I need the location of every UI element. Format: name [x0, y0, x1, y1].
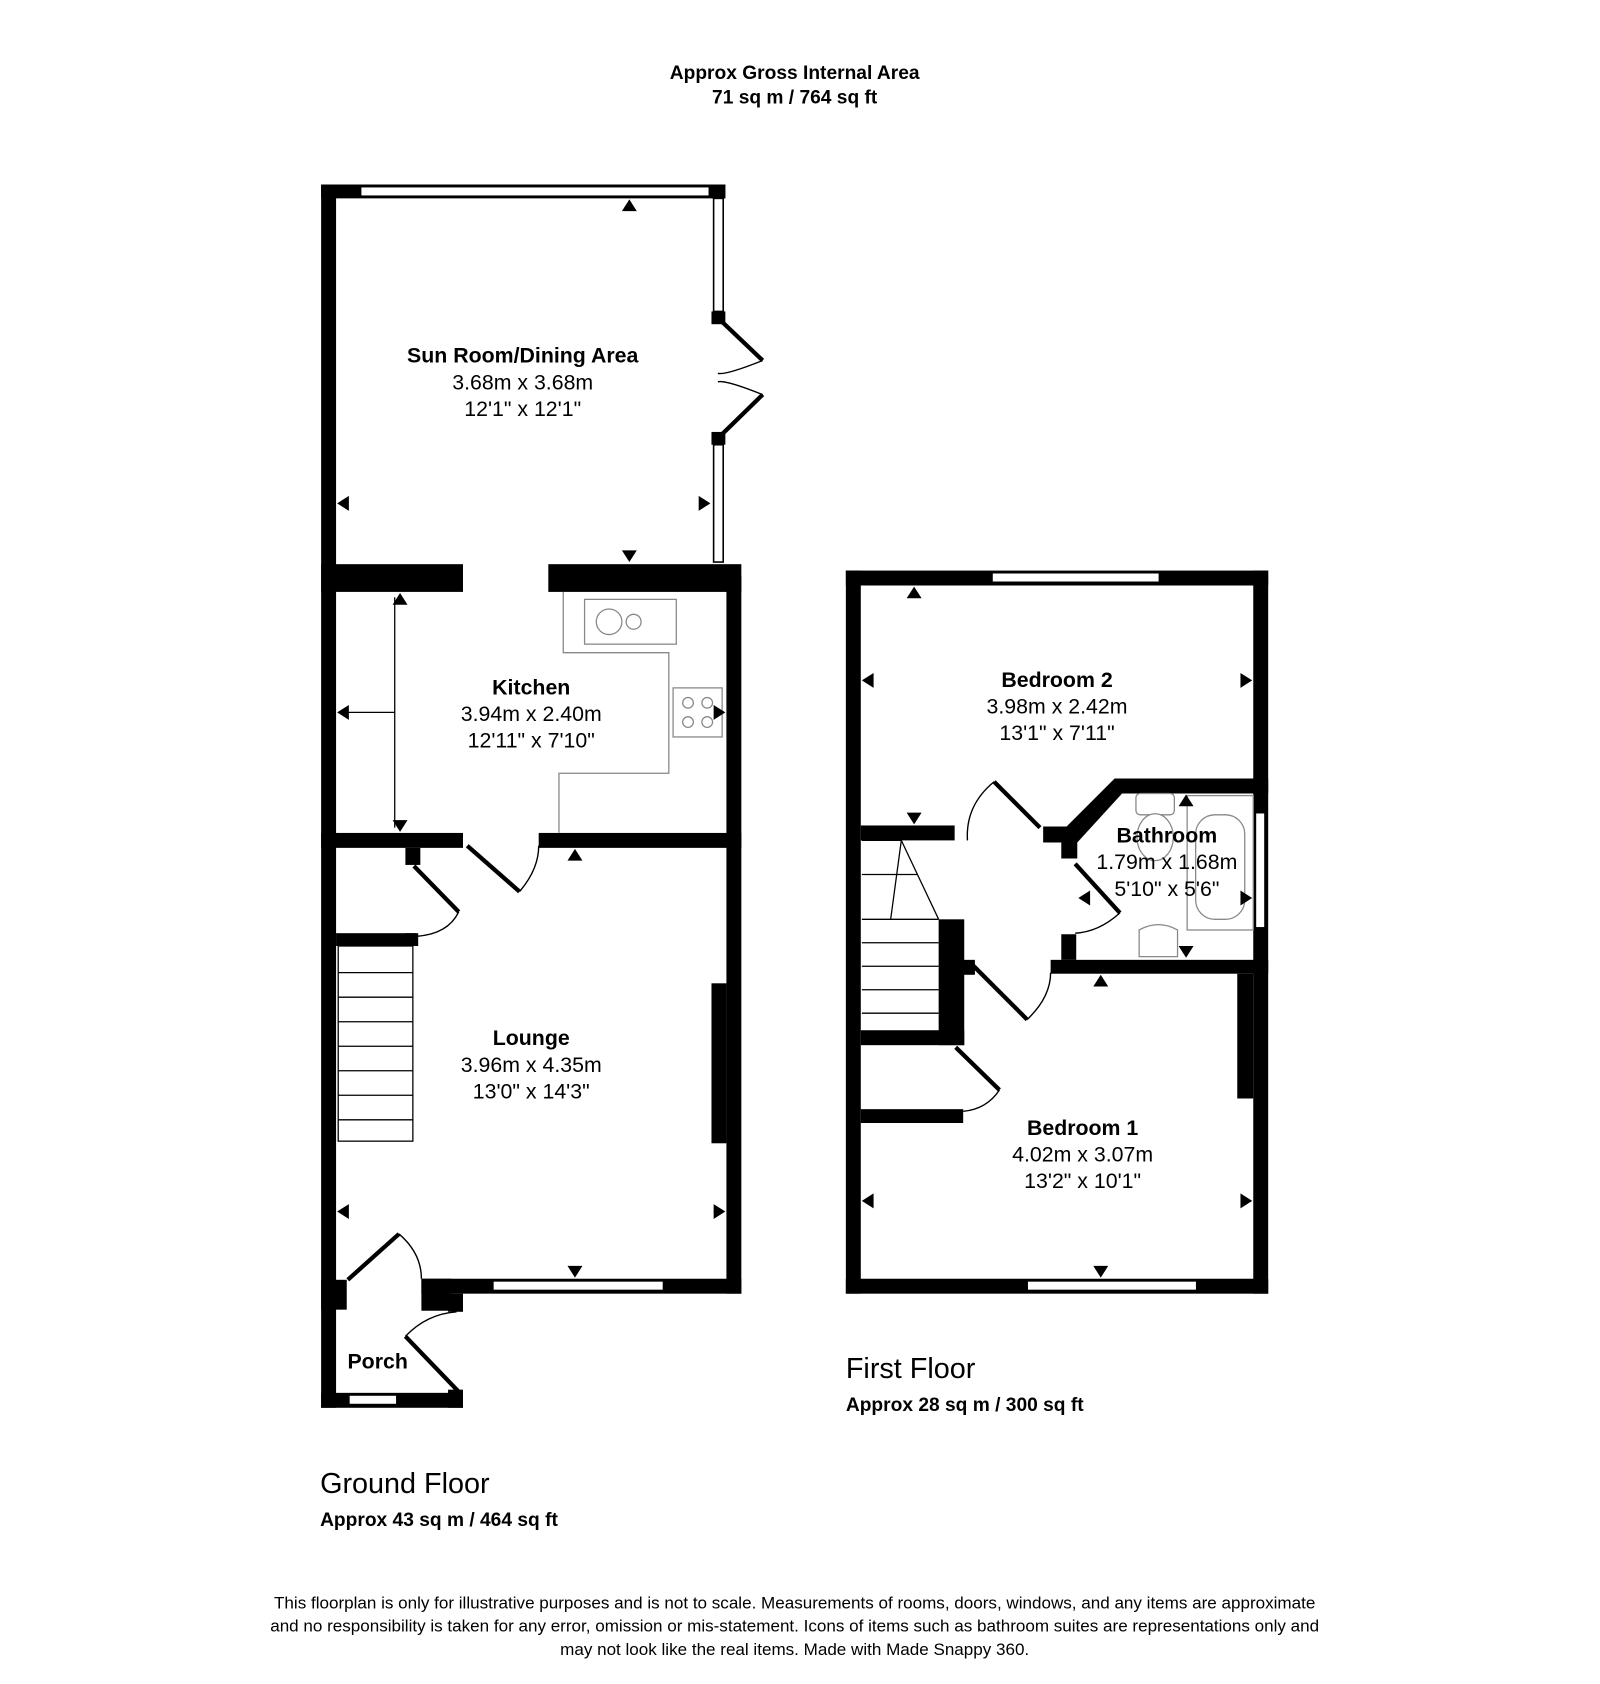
ground-floor-area: Approx 43 sq m / 464 sq ft — [320, 1510, 558, 1531]
svg-text:13'0" x 14'3": 13'0" x 14'3" — [473, 1079, 590, 1103]
chimney-breast — [711, 983, 727, 1144]
svg-text:Lounge: Lounge — [493, 1026, 570, 1050]
toilet-icon — [1135, 792, 1175, 816]
windows — [991, 571, 1266, 1292]
ground-floor-plan: Sun Room/Dining Area 3.68m x 3.68m 12'1"… — [320, 184, 765, 1531]
room-porch: Porch — [347, 1349, 407, 1373]
svg-text:and no responsibility is taken: and no responsibility is taken for any e… — [270, 1617, 1319, 1636]
room-kitchen: Kitchen 3.94m x 2.40m 12'11" x 7'10" — [461, 675, 602, 752]
basin-icon — [1138, 924, 1179, 958]
svg-text:Bedroom 1: Bedroom 1 — [1027, 1116, 1138, 1140]
room-bathroom: Bathroom 1.79m x 1.68m 5'10" x 5'6" — [1096, 824, 1237, 901]
disclaimer: This floorplan is only for illustrative … — [270, 1593, 1319, 1659]
room-sun-room: Sun Room/Dining Area 3.68m x 3.68m 12'1"… — [407, 344, 638, 421]
svg-text:3.96m x 4.35m: 3.96m x 4.35m — [461, 1053, 602, 1077]
svg-text:5'10" x 5'6": 5'10" x 5'6" — [1114, 877, 1219, 901]
measure-arrows — [337, 199, 726, 1278]
svg-text:Bathroom: Bathroom — [1117, 824, 1218, 848]
bathroom-fittings — [1135, 792, 1254, 958]
svg-text:3.68m x 3.68m: 3.68m x 3.68m — [452, 370, 593, 394]
svg-text:Sun Room/Dining Area: Sun Room/Dining Area — [407, 344, 638, 368]
room-lounge: Lounge 3.96m x 4.35m 13'0" x 14'3" — [461, 1026, 602, 1103]
svg-text:13'2" x 10'1": 13'2" x 10'1" — [1024, 1169, 1141, 1193]
svg-text:4.02m x 3.07m: 4.02m x 3.07m — [1012, 1142, 1153, 1166]
doors — [346, 316, 765, 1394]
svg-text:This floorplan is only for ill: This floorplan is only for illustrative … — [274, 1593, 1315, 1612]
stairs — [861, 839, 940, 1014]
room-bedroom-2: Bedroom 2 3.98m x 2.42m 13'1" x 7'11" — [987, 668, 1128, 745]
first-floor-title: First Floor — [846, 1353, 976, 1385]
svg-text:Bedroom 2: Bedroom 2 — [1001, 668, 1112, 692]
svg-text:12'1" x 12'1": 12'1" x 12'1" — [464, 397, 581, 421]
stairs — [337, 945, 414, 1142]
first-floor-plan: Bedroom 2 3.98m x 2.42m 13'1" x 7'11" Ba… — [845, 570, 1269, 1416]
svg-text:3.94m x 2.40m: 3.94m x 2.40m — [461, 702, 602, 726]
svg-text:12'11" x 7'10": 12'11" x 7'10" — [468, 729, 595, 753]
ground-floor-title: Ground Floor — [320, 1468, 490, 1500]
first-floor-area: Approx 28 sq m / 300 sq ft — [846, 1395, 1084, 1416]
measure-arrows — [861, 586, 1253, 1278]
windows — [348, 185, 725, 1406]
walls — [321, 184, 742, 1408]
doors — [954, 780, 1122, 1112]
gross-area-value: 71 sq m / 764 sq ft — [712, 87, 878, 108]
svg-text:1.79m x 1.68m: 1.79m x 1.68m — [1096, 850, 1237, 874]
gross-area-label: Approx Gross Internal Area — [670, 63, 920, 84]
header: Approx Gross Internal Area 71 sq m / 764… — [670, 63, 920, 109]
svg-text:may not look like the real ite: may not look like the real items. Made w… — [560, 1640, 1029, 1659]
svg-text:3.98m x 2.42m: 3.98m x 2.42m — [987, 694, 1128, 718]
kitchen-fittings — [341, 591, 723, 833]
chimney-breast — [1237, 973, 1254, 1099]
svg-text:13'1" x 7'11": 13'1" x 7'11" — [999, 721, 1114, 745]
room-bedroom-1: Bedroom 1 4.02m x 3.07m 13'2" x 10'1" — [1012, 1116, 1153, 1193]
svg-text:Kitchen: Kitchen — [492, 675, 570, 699]
